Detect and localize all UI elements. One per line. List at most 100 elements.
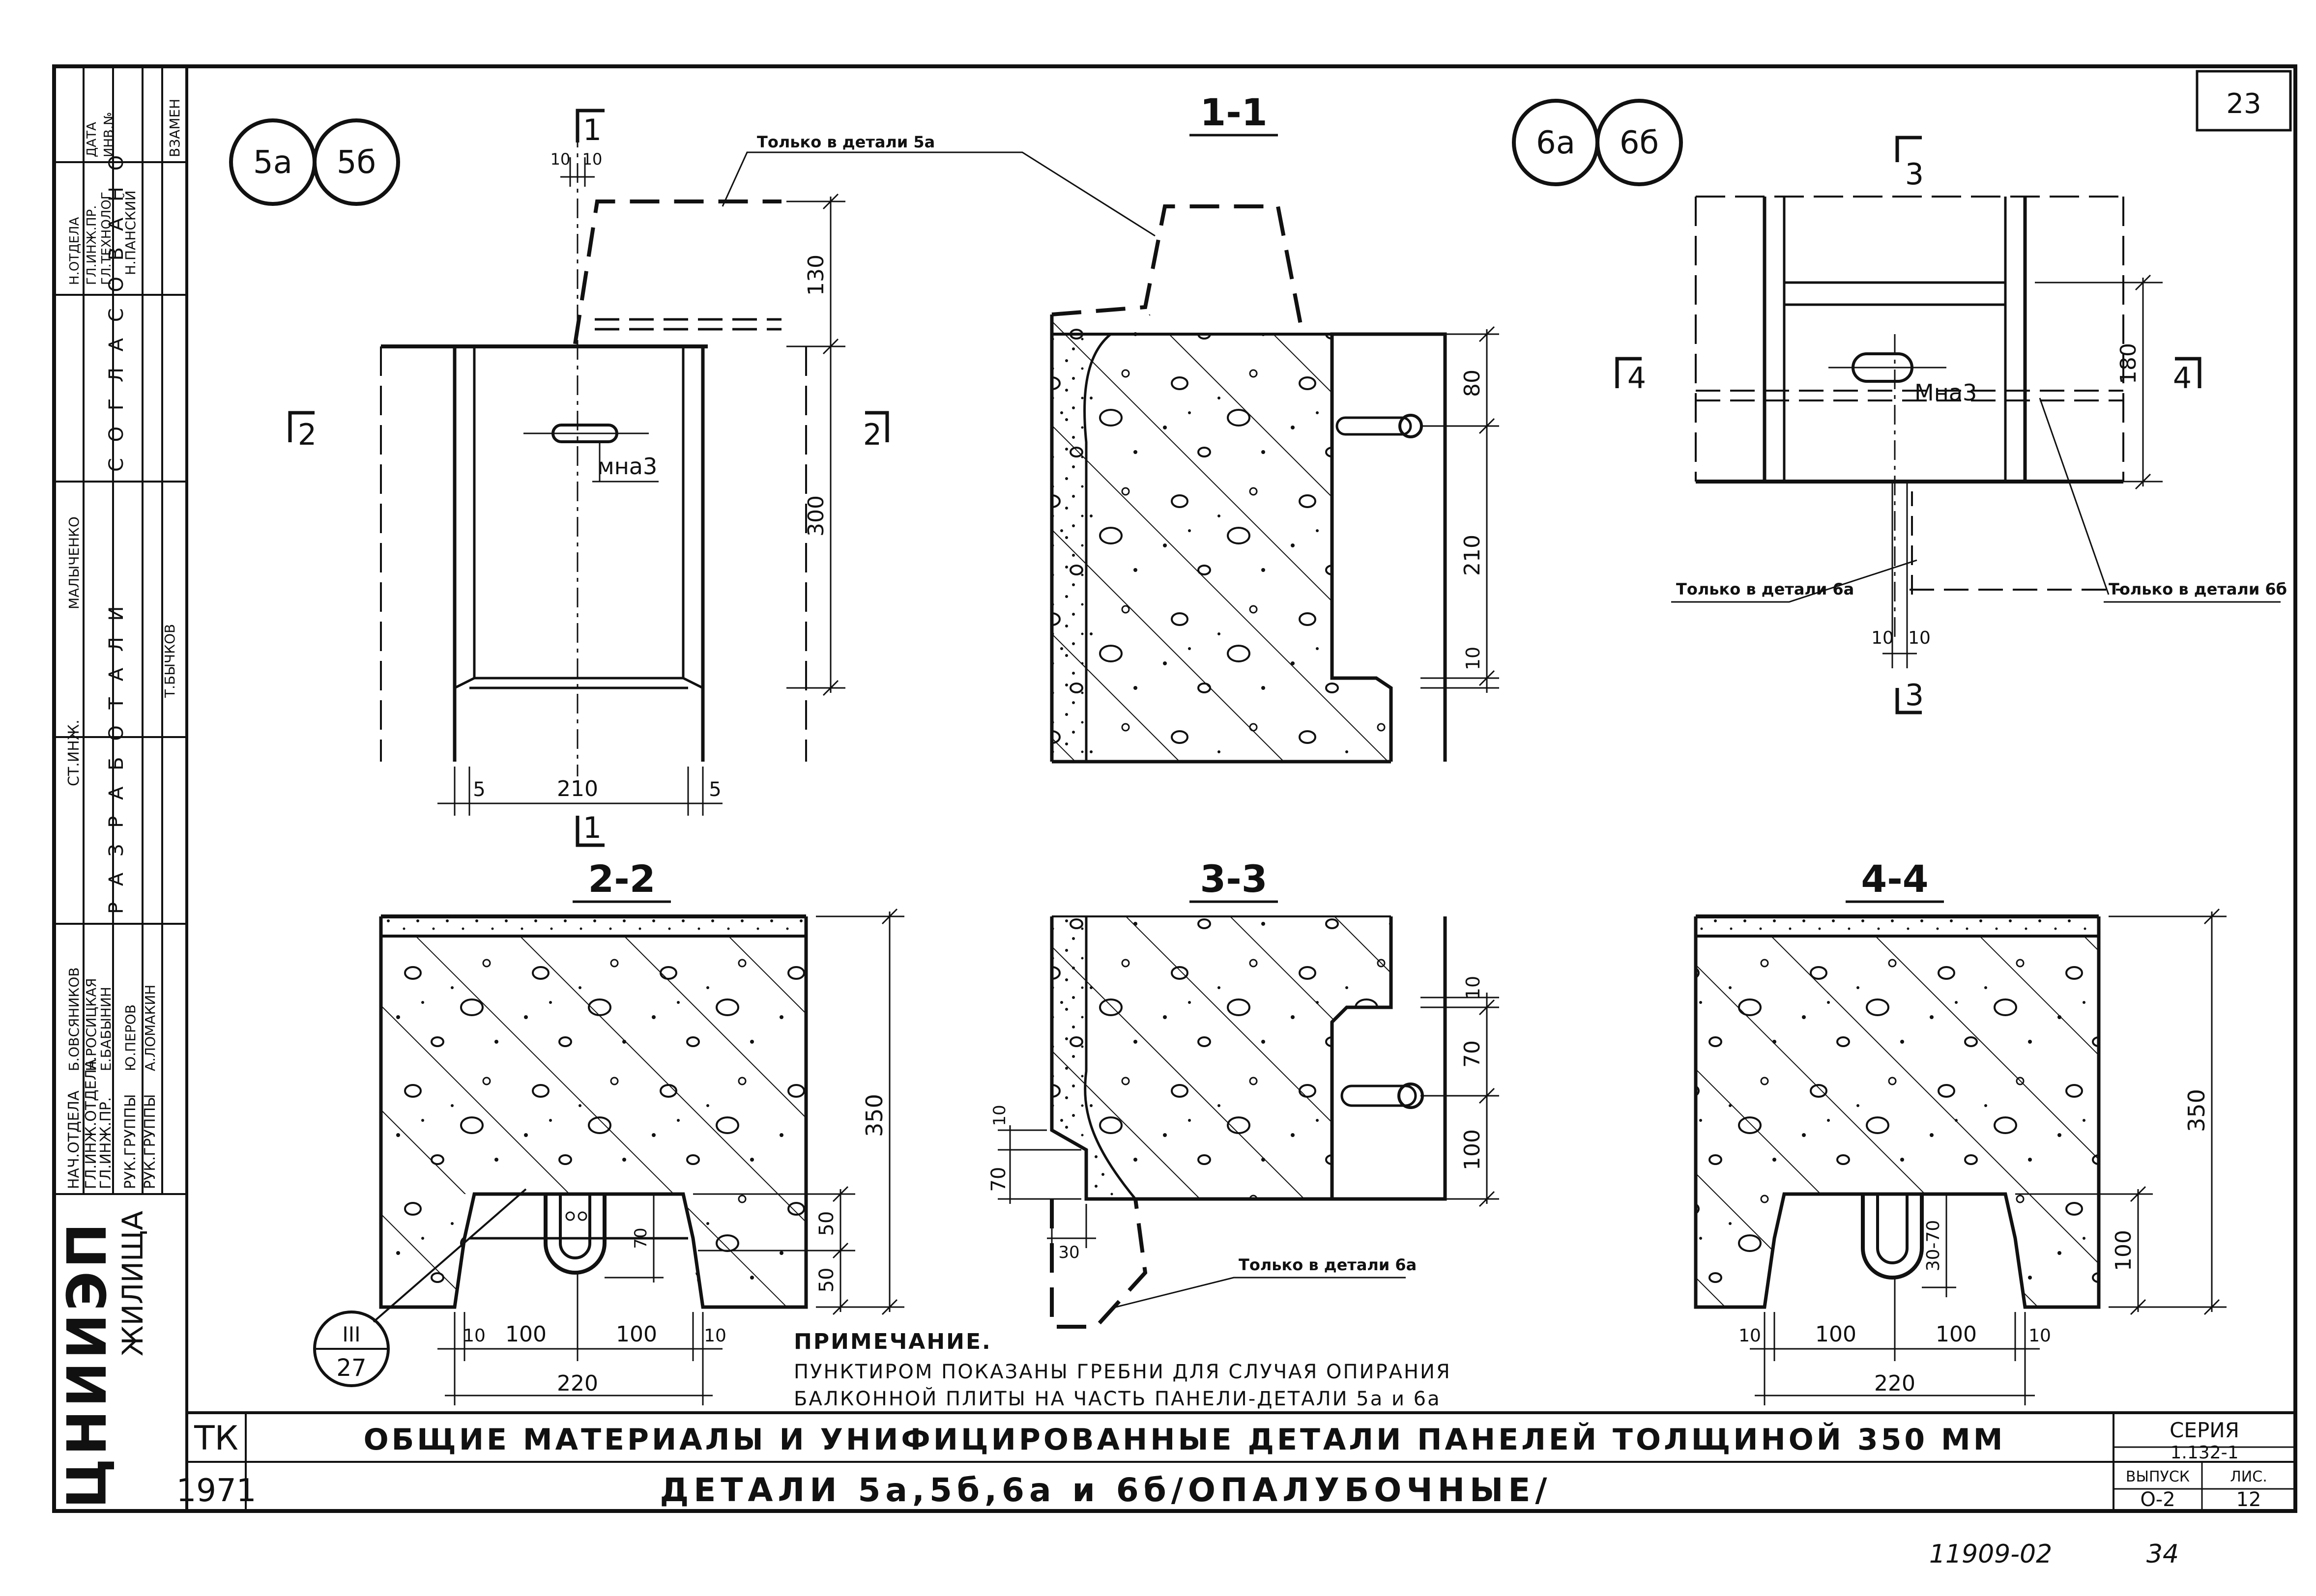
stamp-role-4: РУК.ГРУППЫ: [122, 1094, 139, 1189]
org-short-name: ЖИЛИЩА: [116, 1211, 149, 1356]
section-3-3: [1050, 915, 1447, 1329]
note-line-1: ПУНКТИРОМ ПОКАЗАНЫ ГРЕБНИ ДЛЯ СЛУЧАЯ ОПИ…: [794, 1361, 1451, 1383]
note-only-6a-section: Только в детали 6а: [1239, 1255, 1417, 1274]
section-title-2-2: 2-2: [588, 857, 655, 901]
cut-3-top: 3: [1905, 157, 1924, 192]
stamp-role-1: НАЧ.ОТДЕЛА: [65, 1090, 83, 1189]
title-line-1: ОБЩИЕ МАТЕРИАЛЫ И УНИФИЦИРОВАННЫЕ ДЕТАЛИ…: [364, 1422, 2006, 1457]
dim-2-2-220: 220: [557, 1371, 598, 1396]
label-mna3-left: мна3: [597, 453, 657, 480]
issue-value: О-2: [2140, 1488, 2175, 1511]
section-title-1-1: 1-1: [1200, 90, 1267, 134]
stamp-name-1: Б.ОВСЯНИКОВ: [66, 968, 82, 1072]
detail-6-dimensions: [2035, 274, 2163, 490]
cut-4-left: 4: [1627, 361, 1646, 396]
cut-marks: [288, 109, 2201, 847]
sheet-frame: [52, 64, 2297, 1513]
sheet-value: 12: [2236, 1488, 2261, 1511]
dim-1-1-210: 210: [1460, 535, 1485, 576]
dim-3-3-10-left: 10: [990, 1105, 1010, 1126]
tag-6a: 6а: [1536, 125, 1575, 161]
dim-4-4-350: 350: [2183, 1089, 2210, 1132]
section-1-1: [1050, 204, 1447, 764]
stamp-extra-1: МАЛЫЧЕНКО: [66, 516, 82, 609]
stamp-name-3: Е.БАБЫНИН: [98, 987, 114, 1071]
dim-2-2-70: 70: [631, 1227, 651, 1249]
ref-callout-top: III: [342, 1322, 360, 1346]
dim-5-10a: 10: [550, 150, 571, 169]
cut-1-top: 1: [583, 113, 602, 147]
stamp-role-2: ГЛ.ИНЖ.ОТДЕЛА: [83, 1059, 100, 1189]
series-value: 1.132-1: [2171, 1443, 2239, 1463]
title-line-2: ДЕТАЛИ 5а,5б,6а и 6б/ОПАЛУБОЧНЫЕ/: [660, 1471, 1552, 1509]
section-3-3-dimensions: [998, 993, 1499, 1248]
dim-4-4-220: 220: [1874, 1371, 1915, 1396]
dim-4-4-10b: 10: [2028, 1326, 2051, 1346]
section-title-3-3: 3-3: [1200, 857, 1267, 901]
note-only-6a: Только в детали 6а: [1676, 580, 1854, 598]
section-4-4-dimensions: [1750, 908, 2227, 1405]
dim-6-180: 180: [2116, 343, 2141, 384]
dim-4-4-100b: 100: [1936, 1322, 1977, 1347]
note-block: ПРИМЕЧАНИЕ. ПУНКТИРОМ ПОКАЗАНЫ ГРЕБНИ ДЛ…: [794, 1329, 1451, 1410]
dim-3-3-100: 100: [1460, 1129, 1485, 1170]
dim-6-10b: 10: [1908, 628, 1931, 648]
detail-5-dimensions: [437, 157, 845, 816]
dim-2-2-10a: 10: [463, 1326, 486, 1346]
stamp-role-6: СТ.ИНЖ.: [65, 719, 83, 786]
stamp-header-3: ГЛ.ТЕХНОЛОГ: [99, 192, 114, 285]
stamp-header-5: ИНВ.№: [102, 112, 116, 157]
issue-label: ВЫПУСК: [2126, 1468, 2190, 1485]
dim-2-2-350: 350: [861, 1094, 888, 1137]
dim-3-3-70-left: 70: [987, 1167, 1010, 1192]
dim-4-4-30-70: 30-70: [1923, 1220, 1943, 1272]
title-block: ТК 1971 ОБЩИЕ МАТЕРИАЛЫ И УНИФИЦИРОВАННЫ…: [176, 88, 2267, 1569]
section-title-4-4: 4-4: [1861, 857, 1928, 901]
dim-3-3-30: 30: [1058, 1243, 1079, 1262]
dim-5-130: 130: [804, 255, 829, 296]
dim-2-2-100a: 100: [505, 1322, 547, 1347]
dim-6-10a: 10: [1871, 628, 1894, 648]
stamp-role-5: РУК.ГРУППЫ: [142, 1094, 159, 1189]
dim-5-210: 210: [557, 776, 598, 801]
code-tk: ТК: [194, 1419, 238, 1458]
note-heading: ПРИМЕЧАНИЕ.: [794, 1329, 992, 1354]
cut-2-left: 2: [298, 418, 317, 452]
series-label: СЕРИЯ: [2170, 1418, 2239, 1442]
sheet-label: ЛИС.: [2230, 1468, 2267, 1485]
dim-2-2-100b: 100: [616, 1322, 657, 1347]
doc-number: 11909-02: [1929, 1539, 2052, 1569]
dim-4-4-100a: 100: [1815, 1322, 1856, 1347]
dim-3-3-70: 70: [1460, 1040, 1485, 1068]
org-logo: ЦНИИЭП: [56, 1220, 118, 1509]
tag-6b: 6б: [1620, 125, 1659, 161]
cut-4-right: 4: [2173, 361, 2192, 396]
stamp-role-3: ГЛ.ИНЖ.ПР.: [97, 1097, 115, 1189]
stamp-extra-3: ВЗАМЕН: [167, 99, 183, 157]
dim-5-5a: 5: [473, 778, 485, 801]
section-2-2-dimensions: [437, 908, 904, 1405]
dim-4-4-100: 100: [2111, 1230, 2136, 1271]
cut-3-bottom: 3: [1905, 678, 1924, 712]
tag-5a: 5а: [253, 144, 292, 181]
detail-6-elevation: [1695, 196, 2124, 668]
dim-5-300: 300: [804, 495, 829, 537]
year: 1971: [176, 1473, 257, 1509]
dim-1-1-80: 80: [1460, 370, 1485, 397]
dim-4-4-10a: 10: [1738, 1326, 1761, 1346]
tag-5b-circle: [313, 118, 400, 206]
dim-2-2-50a: 50: [815, 1211, 838, 1236]
insert-3-3: [1340, 1084, 1417, 1107]
stamp-developed-label: Р А З Р А Б О Т А Л И: [105, 601, 128, 914]
stamp-name-4: Ю.ПЕРОВ: [122, 1004, 139, 1071]
note-only-5a: Только в детали 5а: [757, 133, 935, 151]
ref-callout-bottom: 27: [336, 1354, 366, 1382]
stamp-approved-label: С О Г Л А С О В А Н О: [105, 150, 128, 472]
section-4-4: [1694, 914, 2101, 1309]
cut-1-bottom: 1: [583, 811, 602, 845]
side-stamp: [54, 66, 187, 1195]
insert-1-1: [1335, 416, 1412, 436]
dim-3-3-10: 10: [1462, 976, 1484, 999]
detail-5-elevation: [380, 128, 807, 776]
